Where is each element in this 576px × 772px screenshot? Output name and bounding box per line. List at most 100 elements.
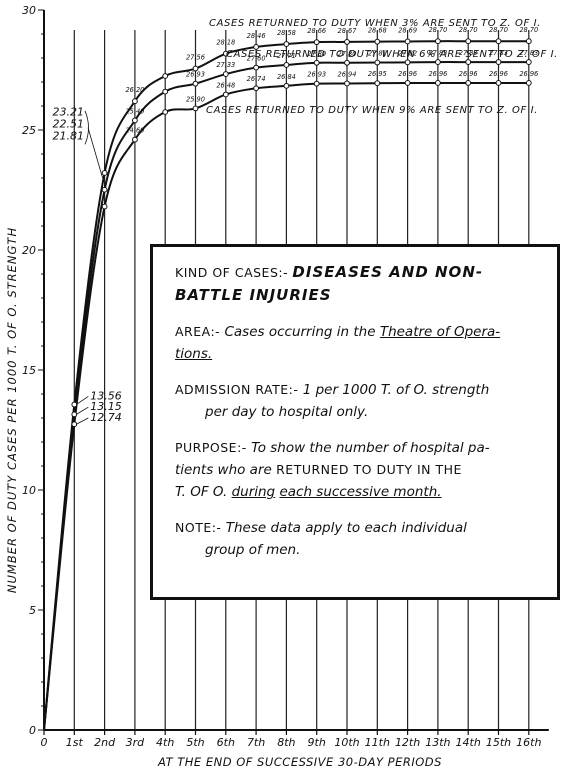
x-tick-label: 16th xyxy=(516,736,541,749)
data-point xyxy=(253,44,260,50)
data-point xyxy=(435,59,441,65)
data-point xyxy=(132,136,138,143)
x-tick-label: 9th xyxy=(308,736,326,749)
data-label: 27.56 xyxy=(186,54,205,62)
data-label: 24.60 xyxy=(125,127,144,135)
data-label: 27.71 xyxy=(277,52,296,60)
data-point xyxy=(222,71,229,77)
data-point xyxy=(71,401,78,408)
x-axis-label: AT THE END OF SUCCESSIVE 30-DAY PERIODS xyxy=(157,755,442,769)
x-tick-label: 10th xyxy=(334,736,359,749)
callout-label: 21.81 xyxy=(53,130,85,143)
x-tick-label: 0 xyxy=(41,736,48,749)
area-label: AREA:- xyxy=(175,324,221,339)
data-label: 28.66 xyxy=(307,27,326,35)
data-point xyxy=(374,38,381,45)
area-text: Cases occurring in the xyxy=(224,324,376,340)
purpose-text-1: To show the number of hospital pa- xyxy=(251,440,490,456)
data-point xyxy=(374,59,381,66)
data-point xyxy=(344,59,350,66)
y-tick-label: 10 xyxy=(22,484,36,497)
data-label: 26.48 xyxy=(216,81,235,89)
data-label: 27.83 xyxy=(519,49,538,57)
data-label: 28.69 xyxy=(398,26,417,34)
data-label: 28.70 xyxy=(459,26,478,34)
callout-line xyxy=(87,127,103,179)
note-text-2: group of men. xyxy=(205,542,301,558)
data-label: 28.70 xyxy=(428,26,447,34)
callout-line xyxy=(76,396,89,405)
series-name-3: CASES RETURNED TO DUTY WHEN 9% ARE SENT … xyxy=(206,105,538,116)
data-label: 28.18 xyxy=(216,39,235,47)
x-tick-label: 1st xyxy=(66,736,84,749)
data-point xyxy=(404,38,411,45)
note-label: NOTE:- xyxy=(175,520,222,535)
data-label: 28.70 xyxy=(519,26,538,34)
data-point xyxy=(495,80,502,86)
data-point xyxy=(495,38,502,45)
data-point xyxy=(101,186,108,193)
kind-value-1: DISEASES AND NON- xyxy=(292,263,484,281)
data-label: 27.33 xyxy=(216,61,235,69)
data-point xyxy=(162,88,169,95)
data-point xyxy=(71,411,78,418)
callout-brace xyxy=(84,110,89,145)
data-label: 25.40 xyxy=(125,107,144,115)
purpose-text-3c: each successive month. xyxy=(279,484,442,500)
series-name-1: CASES RETURNED TO DUTY WHEN 3% ARE SENT … xyxy=(209,18,541,29)
data-point xyxy=(192,65,199,72)
data-point xyxy=(222,50,229,57)
data-label: 26.94 xyxy=(338,70,357,78)
note-box: KIND OF CASES:- DISEASES AND NON- BATTLE… xyxy=(150,244,560,600)
area-underlined-2: tions. xyxy=(175,346,213,362)
data-label: 27.83 xyxy=(489,49,508,57)
data-label: 26.84 xyxy=(277,73,296,81)
data-point xyxy=(162,109,169,115)
purpose-text-3b: during xyxy=(231,484,276,500)
data-point xyxy=(465,38,472,45)
data-label: 26.93 xyxy=(186,71,205,79)
data-label: 28.70 xyxy=(489,26,508,34)
data-point xyxy=(283,41,290,47)
data-label: 26.93 xyxy=(307,71,326,79)
callout-label: 22.51 xyxy=(53,118,85,131)
data-label: 27.82 xyxy=(398,49,417,57)
data-point xyxy=(525,59,532,65)
series-name-labels: CASES RETURNED TO DUTY WHEN 3% ARE SENT … xyxy=(206,18,557,116)
data-point xyxy=(101,203,108,210)
data-points xyxy=(71,38,532,428)
admission-label: ADMISSION RATE:- xyxy=(175,382,299,397)
kind-value-2: BATTLE INJURIES xyxy=(175,286,332,304)
data-point xyxy=(101,170,108,176)
data-label: 27.80 xyxy=(307,50,326,58)
x-tick-label: 14th xyxy=(456,736,481,749)
callout-line xyxy=(76,417,89,425)
data-label: 27.81 xyxy=(368,50,387,58)
data-point xyxy=(313,39,320,46)
data-point xyxy=(253,64,260,71)
data-point xyxy=(404,80,411,86)
data-point xyxy=(71,421,78,428)
data-point xyxy=(162,73,169,79)
data-point xyxy=(283,82,290,89)
x-tick-label: 2nd xyxy=(94,736,116,749)
callout-line xyxy=(76,406,89,415)
data-point xyxy=(525,38,532,45)
admission-text-2: per day to hospital only. xyxy=(205,404,369,420)
data-point xyxy=(313,59,320,66)
data-label: 25.90 xyxy=(186,95,205,103)
data-label: 26.95 xyxy=(368,70,387,78)
data-point xyxy=(253,85,260,92)
data-point xyxy=(192,105,199,112)
data-point xyxy=(344,80,350,87)
x-tick-label: 11th xyxy=(365,736,390,749)
callout-label: 13.15 xyxy=(90,400,122,413)
data-point xyxy=(344,39,350,45)
data-point xyxy=(222,91,229,98)
purpose-text-2a: tients who are xyxy=(175,462,272,478)
data-label: 26.96 xyxy=(428,70,447,78)
